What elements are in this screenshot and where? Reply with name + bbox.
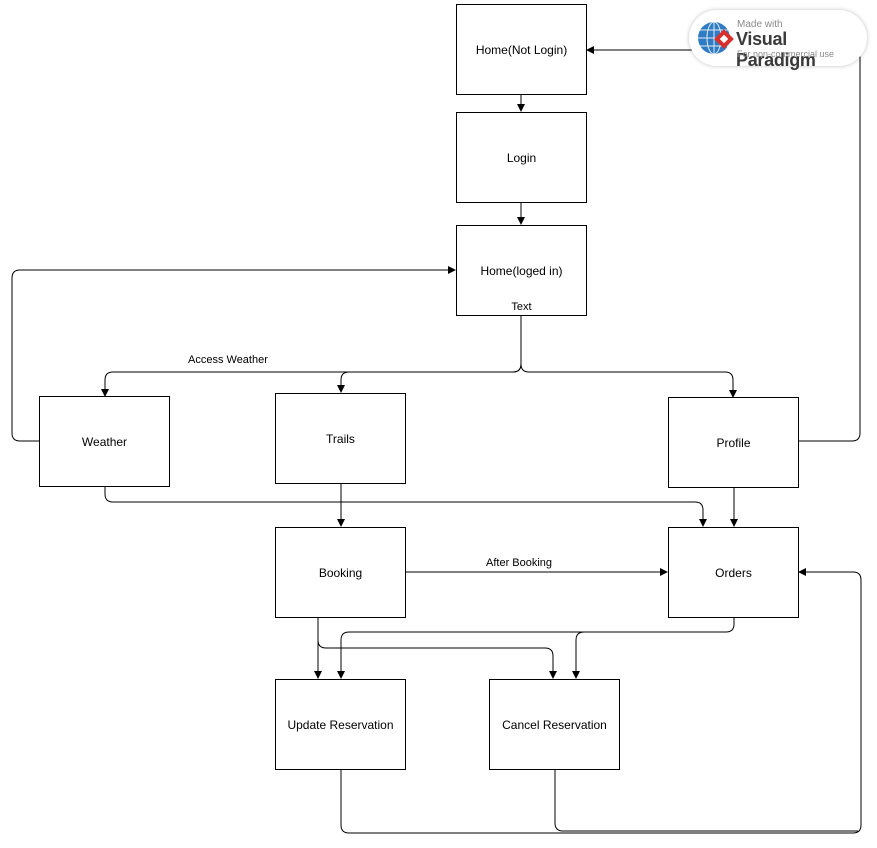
- node-profile[interactable]: Profile: [668, 397, 799, 488]
- edge-booking-to-cancel: [317, 639, 557, 679]
- edge-orders-to-cancel: [572, 631, 585, 679]
- node-orders[interactable]: Orders: [668, 527, 799, 618]
- node-cancel-reservation[interactable]: Cancel Reservation: [489, 679, 620, 770]
- edge-label-after-booking: After Booking: [486, 557, 553, 569]
- edge-label-access-weather: Access Weather: [188, 354, 268, 366]
- node-booking-label: Booking: [318, 565, 363, 580]
- node-trails-label: Trails: [326, 431, 355, 446]
- edge-home-to-weather: [101, 315, 522, 397]
- edge-home-to-trails: [337, 363, 522, 393]
- watermark-brand: Visual Paradigm: [736, 29, 816, 70]
- visual-paradigm-watermark: Made with Visual Paradigm For non-commer…: [689, 10, 867, 70]
- node-home-logged-in[interactable]: Home(loged in) Text: [456, 225, 587, 316]
- node-weather-label: Weather: [81, 434, 128, 449]
- node-login-label: Login: [506, 150, 537, 165]
- node-weather[interactable]: Weather: [39, 396, 170, 487]
- node-login[interactable]: Login: [456, 112, 587, 203]
- node-update-reservation[interactable]: Update Reservation: [275, 679, 406, 770]
- node-home-logged-in-text: Text: [511, 301, 532, 313]
- watermark-made-with: Made with: [737, 19, 783, 30]
- node-cancel-reservation-label: Cancel Reservation: [502, 717, 607, 732]
- edge-cancel-to-orders: [554, 770, 858, 832]
- node-orders-label: Orders: [715, 565, 752, 580]
- edge-update-to-orders: [340, 568, 862, 834]
- edge-weather-to-home: [11, 266, 456, 442]
- edge-orders-to-update: [337, 617, 735, 679]
- edge-home-to-profile: [520, 363, 737, 398]
- node-update-reservation-label: Update Reservation: [287, 717, 394, 732]
- edge-weather-to-orders: [104, 487, 707, 527]
- node-home-logged-in-label: Home(loged in): [480, 263, 563, 278]
- node-home-not-login-label: Home(Not Login): [475, 42, 568, 57]
- node-booking[interactable]: Booking: [275, 527, 406, 618]
- watermark-note: For non-commercial use: [737, 49, 835, 59]
- node-home-not-login[interactable]: Home(Not Login): [456, 4, 587, 95]
- edge-profile-to-home-not-login: [586, 46, 861, 442]
- visual-paradigm-logo-icon: [698, 21, 734, 55]
- node-profile-label: Profile: [716, 435, 751, 450]
- node-trails[interactable]: Trails: [275, 393, 406, 484]
